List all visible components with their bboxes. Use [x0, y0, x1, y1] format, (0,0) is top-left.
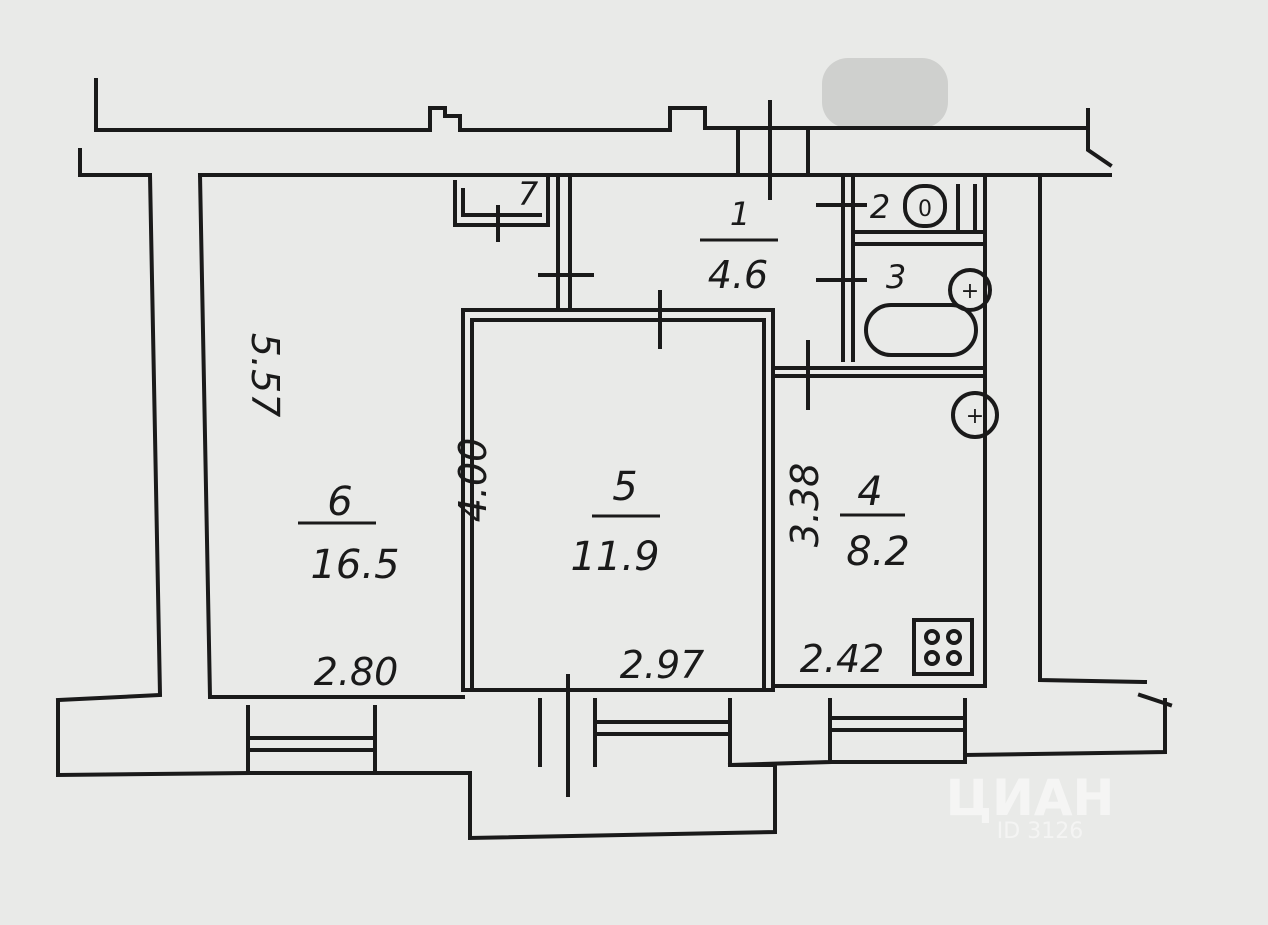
fixture-symbols: 0 + +	[918, 197, 984, 429]
dim-room6-height: 5.57	[243, 333, 287, 418]
dim-room5-height: 4.00	[451, 438, 495, 523]
room-1-number: 1	[730, 195, 750, 233]
room-7-number: 7	[518, 175, 539, 213]
room-6-area: 16.5	[310, 542, 399, 588]
stove-fixture	[912, 618, 974, 676]
dim-room4-width: 2.42	[800, 637, 885, 681]
dim-room5-width: 2.97	[620, 643, 705, 687]
windows	[246, 716, 964, 752]
door-marks	[496, 100, 1173, 797]
svg-text:+: +	[961, 279, 979, 304]
room-6-number: 6	[327, 479, 352, 525]
svg-text:+: +	[966, 404, 984, 429]
room-5-area: 11.9	[570, 534, 659, 580]
room-5-walls	[461, 308, 775, 692]
room-3-number: 3	[886, 258, 906, 296]
room-4-area: 8.2	[846, 529, 910, 575]
left-outer-wall	[55, 172, 213, 703]
watermark-id: ID 3126	[997, 819, 1083, 844]
dim-room4-height: 3.38	[783, 463, 827, 548]
room-1-area: 4.6	[708, 253, 768, 297]
room-5-number: 5	[612, 464, 637, 510]
top-outer-wall	[78, 78, 1113, 177]
bathtub-fixture	[864, 268, 999, 439]
svg-text:0: 0	[918, 197, 932, 222]
sink-fixture	[903, 184, 977, 230]
dim-room6-width: 2.80	[314, 650, 399, 694]
watermark: ЦИАН ID 3126	[946, 769, 1115, 844]
watermark-brand: ЦИАН	[946, 769, 1115, 827]
dimension-labels: 5.57 4.00 3.38 2.80 2.97 2.42	[243, 333, 884, 694]
redacted-area	[822, 58, 948, 128]
room-labels: 1 4.6 2 3 7 6 16.5 5 11.9 4 8.2	[298, 175, 910, 588]
room-4-number: 4	[857, 469, 882, 515]
room-2-number: 2	[870, 188, 890, 226]
